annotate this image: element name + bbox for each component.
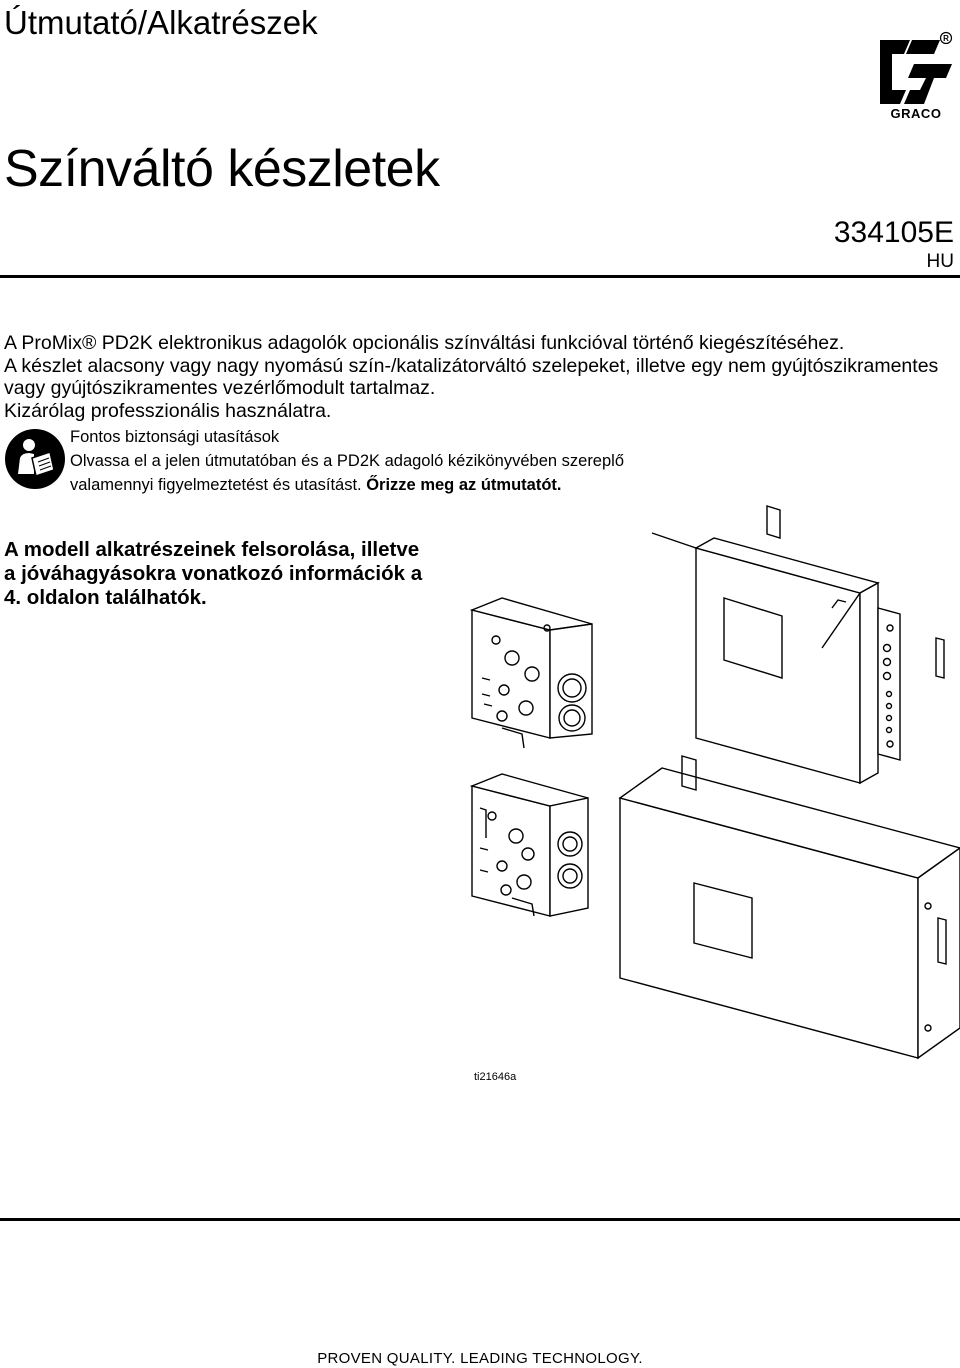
- document-language: HU: [926, 251, 954, 272]
- document-number: 334105E: [833, 216, 954, 249]
- document-type: Útmutató/Alkatrészek: [4, 4, 318, 41]
- page-title: Színváltó készletek: [4, 140, 440, 198]
- valve-stack-lower: [469, 773, 589, 917]
- intro-line-3: Kizárólag professzionális használatra.: [4, 399, 332, 422]
- safety-heading: Fontos biztonsági utasítások: [70, 428, 280, 446]
- intro-text: A ProMix® PD2K elektronikus adagolók opc…: [4, 332, 954, 422]
- svg-text:R: R: [943, 34, 949, 43]
- safety-body: Olvassa el a jelen útmutatóban és a PD2K…: [70, 449, 670, 497]
- read-manual-icon: [5, 429, 65, 489]
- safety-emphasis: Őrizze meg az útmutatót.: [366, 476, 562, 494]
- valve-stack-upper: [469, 597, 593, 749]
- bottom-divider: [0, 1218, 960, 1221]
- control-module-upper: [651, 505, 945, 785]
- brand-name: GRACO: [891, 106, 942, 121]
- control-module-lower: [618, 755, 960, 1060]
- intro-line-2: A készlet alacsony vagy nagy nyomású szí…: [4, 354, 939, 400]
- graco-logo-icon: R GRACO: [880, 31, 953, 121]
- footer-slogan: PROVEN QUALITY. LEADING TECHNOLOGY.: [317, 1350, 643, 1367]
- figure-reference: ti21646a: [474, 1071, 517, 1083]
- model-reference: A modell alkatrészeinek felsorolása, ill…: [4, 538, 423, 609]
- product-illustration: [469, 505, 960, 1060]
- intro-line-1: A ProMix® PD2K elektronikus adagolók opc…: [4, 332, 845, 354]
- safety-notice: Fontos biztonsági utasítások Olvassa el …: [70, 425, 670, 497]
- safety-text: Olvassa el a jelen útmutatóban és a PD2K…: [70, 452, 625, 494]
- top-divider: [0, 275, 960, 278]
